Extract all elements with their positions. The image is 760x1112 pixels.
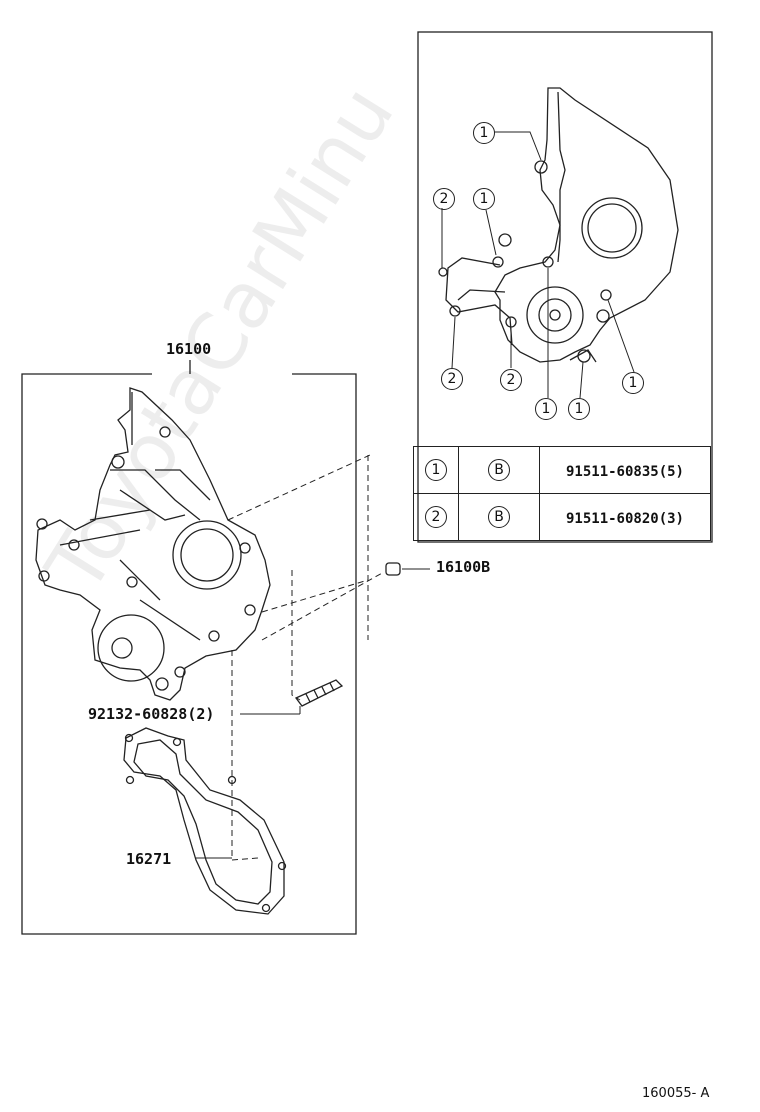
inset-marker-2: 2	[433, 188, 455, 210]
stud-bolt	[240, 679, 344, 715]
water-pump-cover	[35, 387, 271, 701]
type-cell: B	[458, 446, 540, 494]
ref-cell: 2	[413, 493, 459, 541]
part-cell: 91511-60820(3)	[539, 493, 711, 541]
callout-92132-60828[interactable]: 92132-60828(2)	[88, 705, 215, 723]
gasket-part	[123, 727, 287, 915]
inset-marker-1: 1	[568, 398, 590, 420]
bolt-table: 1 B 91511-60835(5) 2 B 91511-60820(3)	[413, 446, 711, 541]
part-cell: 91511-60835(5)	[539, 446, 711, 494]
ref-marker: 2	[425, 506, 447, 528]
plug-part	[385, 562, 430, 576]
inset-marker-1: 1	[473, 122, 495, 144]
ref-cell: 1	[413, 446, 459, 494]
inset-marker-2: 2	[441, 368, 463, 390]
inset-marker-2: 2	[500, 369, 522, 391]
inset-marker-1: 1	[622, 372, 644, 394]
ref-marker: 1	[425, 459, 447, 481]
callout-16271[interactable]: 16271	[126, 850, 172, 868]
type-cell: B	[458, 493, 540, 541]
dashed-assembly-lines	[227, 454, 385, 861]
inset-frame	[417, 31, 713, 543]
bolt-part-number[interactable]: 91511-60835(5)	[565, 463, 684, 480]
callout-16100[interactable]: 16100	[166, 340, 212, 358]
assembly-bracket	[21, 373, 357, 935]
inset-cover-outline	[438, 87, 679, 363]
inset-marker-1: 1	[535, 398, 557, 420]
callout-16100b[interactable]: 16100B	[436, 558, 491, 576]
inset-leaders	[441, 131, 635, 399]
bolt-part-number[interactable]: 91511-60820(3)	[565, 510, 684, 527]
type-marker: B	[488, 459, 510, 481]
type-marker: B	[488, 506, 510, 528]
diagram-code: 160055- A	[642, 1086, 710, 1101]
table-row: 1 B 91511-60835(5)	[413, 446, 711, 494]
table-row: 2 B 91511-60820(3)	[413, 493, 711, 541]
inset-marker-1: 1	[473, 188, 495, 210]
